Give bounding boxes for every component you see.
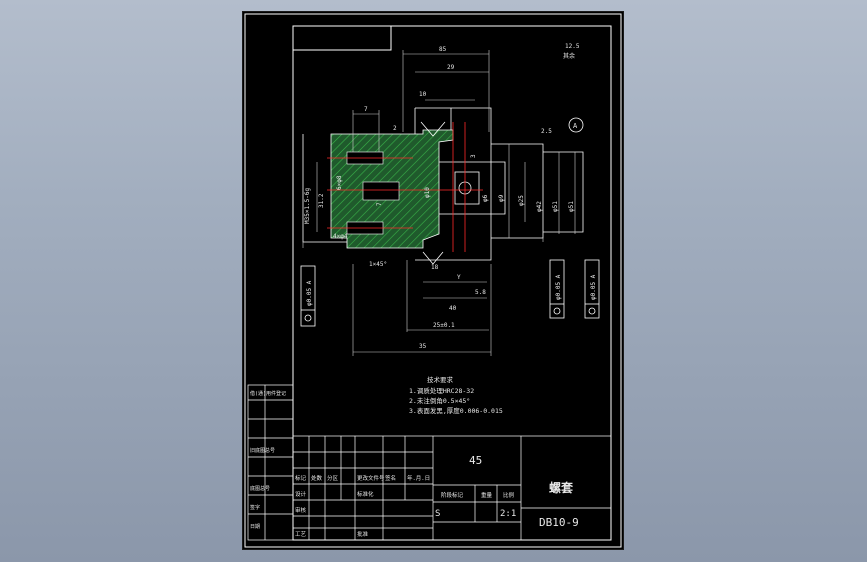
rev-header-5: 签名 [385,474,396,482]
rev-header-6: 年.月.日 [407,474,430,482]
datum-a-label: A [573,122,578,130]
title-block [292,435,612,541]
roughness-other: 其余 [563,52,575,60]
rev-header-2: 处数 [311,474,323,482]
dim-right-dia-6: φ51 [568,201,575,212]
drawing-sheet: 85 29 7 10 2 2.5 12.5 其余 A M35×1.5-6g 31… [243,12,623,549]
designer-label: 设计 [295,490,307,498]
material: 45 [469,454,482,467]
dim-mid: φ10 [424,187,431,198]
corner-code-box [292,25,392,51]
side-row-2: 旧底图总号 [250,447,275,454]
dim-right-dia-2: φ9 [498,194,505,202]
part-name: 螺套 [549,480,574,495]
dim-bottom-2: Y [457,274,461,281]
dim-top-inner: 29 [447,64,455,71]
dim-left-holes: 6×φ8 [336,175,343,190]
tolerance-frame-mid: φ0.05 A [549,259,565,319]
rev-header-3: 分区 [327,474,339,482]
col-header-2: 重量 [481,491,493,499]
dim-right-a: 3 [470,154,477,158]
dim-bottom-1: 18 [431,264,439,271]
stage-label: S [435,509,440,519]
reviewer-label: 审核 [295,506,307,514]
dim-chamfer-upper: 10 [419,91,427,98]
dim-small-7: 7 [364,106,368,113]
tolerance-3: φ0.05 A [590,274,597,300]
note-2: 2.未注倒角0.5×45° [409,396,470,405]
side-row-5: 日期 [250,524,260,530]
col-header-1: 阶段标记 [441,491,464,499]
engineering-drawing: 85 29 7 10 2 2.5 12.5 其余 A M35×1.5-6g 31… [244,13,622,548]
roughness-value: 12.5 [565,43,580,50]
note-3: 3.表面发黑,厚度0.006-0.015 [409,406,503,415]
dim-right-dia-4: φ42 [536,201,543,212]
outer-frame [244,13,622,548]
dim-angle-left: 1×45° [369,261,387,268]
tolerance-frame-right: φ0.05 A [584,259,600,319]
note-1: 1.调质处理HRC28-32 [409,386,474,395]
tolerance-2: φ0.05 A [555,274,562,300]
rev-header-4: 更改文件号 [357,474,385,482]
dim-left-thread: M35×1.5-6g [304,187,311,224]
dim-bottom-overall: 35 [419,343,427,350]
dim-small-tolerance: 2.5 [541,128,552,135]
process-label: 工艺 [295,531,307,538]
standard-label: 标准化 [357,490,374,498]
section-view [302,50,584,356]
dim-left-seven: 7 [376,202,383,206]
scale: 2:1 [500,509,516,519]
dim-bottom-3: 5.8 [475,289,486,296]
dim-right-dia-1: φ6 [482,194,489,202]
dim-right-dia-3: φ25 [518,195,525,206]
dim-left-dia: 31.2 [318,193,325,208]
rev-header-1: 标记 [295,474,307,482]
side-row-1: 借(通)用件登记 [250,390,286,397]
dim-top-overall: 85 [439,46,447,53]
dim-bottom-4: 40 [449,305,457,312]
tolerance-1: φ0.05 A [306,280,313,306]
side-panel [247,384,294,541]
notes-title: 技术要求 [427,375,454,384]
dim-left-chamfer: 2 [393,125,397,132]
tolerance-frame-left: φ0.05 A [300,265,316,327]
side-row-3: 底图总号 [250,485,270,492]
col-header-3: 比例 [503,491,515,499]
approve-label: 批准 [357,530,369,538]
dim-hole-label: 4×φ4 [333,233,348,240]
dim-right-dia-5: φ51 [552,201,559,212]
technical-notes: 技术要求 1.调质处理HRC28-32 2.未注倒角0.5×45° 3.表面发黑… [409,375,503,415]
drawing-number: DB10-9 [539,516,579,529]
dim-bottom-5: 25±0.1 [433,322,455,329]
side-row-4: 签字 [250,504,260,511]
